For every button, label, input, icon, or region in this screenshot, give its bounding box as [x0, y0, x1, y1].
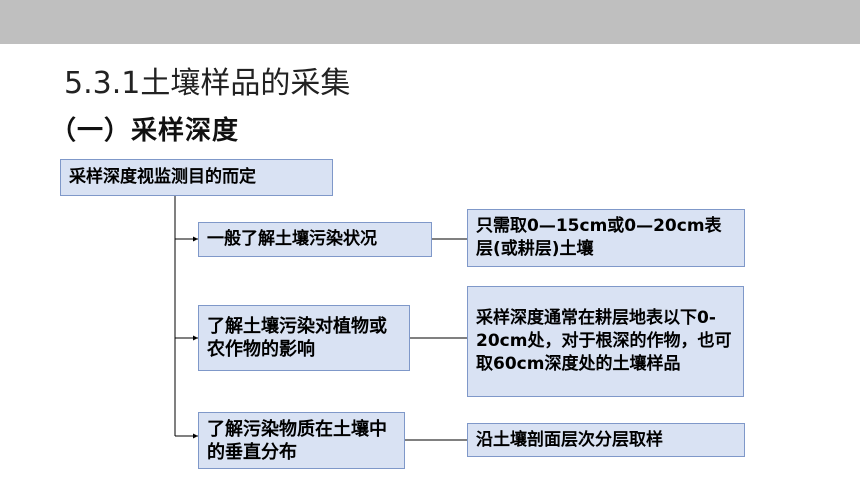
- result-node-label: 只需取0—15cm或0—20cm表层(或耕层)土壤: [476, 216, 722, 259]
- result-node-2: 采样深度通常在耕层地表以下0-20cm处，对于根深的作物，也可取60cm深度处的…: [467, 286, 744, 397]
- result-node-label: 沿土壤剖面层次分层取样: [476, 429, 663, 450]
- condition-node-2: 了解土壤污染对植物或农作物的影响: [198, 305, 410, 371]
- top-bar: [0, 0, 860, 44]
- condition-node-label: 一般了解土壤污染状况: [207, 229, 377, 249]
- condition-node-3: 了解污染物质在土壤中的垂直分布: [198, 412, 405, 469]
- section-subtitle: （一）采样深度: [50, 116, 240, 146]
- arrow-3-icon: [193, 433, 198, 439]
- result-node-1: 只需取0—15cm或0—20cm表层(或耕层)土壤: [467, 209, 745, 267]
- result-node-3: 沿土壤剖面层次分层取样: [467, 423, 745, 457]
- arrow-1-icon: [193, 236, 198, 242]
- condition-node-label: 了解污染物质在土壤中的垂直分布: [207, 418, 387, 463]
- arrow-2-icon: [193, 335, 198, 341]
- root-node: 采样深度视监测目的而定: [60, 159, 333, 196]
- result-node-label: 采样深度通常在耕层地表以下0-20cm处，对于根深的作物，也可取60cm深度处的…: [476, 308, 732, 374]
- condition-node-label: 了解土壤污染对植物或农作物的影响: [207, 316, 387, 360]
- page-title: 5.3.1土壤样品的采集: [64, 66, 351, 101]
- condition-node-1: 一般了解土壤污染状况: [198, 222, 432, 257]
- root-node-label: 采样深度视监测目的而定: [69, 167, 256, 187]
